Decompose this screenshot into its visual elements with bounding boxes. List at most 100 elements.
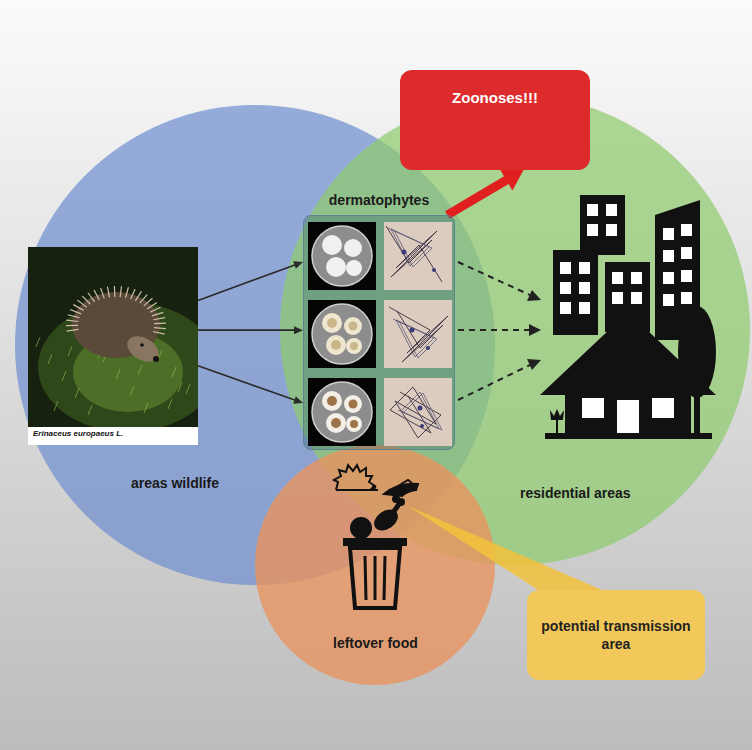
city-buildings — [579, 282, 590, 294]
city-buildings — [579, 302, 590, 314]
culture-images — [402, 250, 407, 255]
hedgehog-picture — [48, 354, 52, 364]
culture-images — [390, 387, 441, 438]
culture-images — [327, 396, 337, 406]
culture-images — [344, 239, 362, 257]
city-buildings — [681, 292, 692, 304]
city-buildings — [587, 224, 598, 236]
area-label: leftover food — [333, 635, 418, 651]
city-buildings — [681, 270, 692, 282]
culture-images — [312, 226, 372, 286]
hedgehog-hand-icon — [373, 486, 375, 488]
hedgehog-hand-icon — [336, 489, 378, 491]
culture-images — [322, 391, 342, 411]
hedgehog-picture — [154, 328, 166, 329]
hedgehog-picture — [68, 346, 72, 356]
hedgehog-picture — [62, 371, 66, 381]
species-caption: Erinaceus europaeus L. — [33, 429, 198, 438]
connector-line — [198, 329, 295, 331]
city-buildings — [681, 224, 692, 236]
area-label: areas wildlife — [131, 475, 219, 491]
culture-images — [308, 222, 376, 290]
hedgehog-picture — [67, 329, 79, 331]
city-buildings — [612, 272, 623, 284]
hedgehog-picture — [66, 320, 78, 321]
hedgehog-picture — [138, 365, 142, 375]
culture-images — [388, 228, 432, 267]
house-icon — [617, 400, 639, 436]
hedgehog-picture — [82, 296, 90, 304]
house-icon — [540, 306, 716, 439]
culture-images — [331, 418, 341, 428]
culture-images — [304, 216, 456, 451]
hedgehog-photo: Erinaceus europaeus L. — [28, 247, 198, 445]
culture-images — [308, 378, 376, 446]
culture-images — [349, 322, 358, 331]
food-circle: leftover food — [255, 445, 495, 685]
house-icon — [652, 398, 674, 418]
hedgehog-picture — [36, 337, 40, 347]
culture-images — [418, 406, 423, 411]
hedgehog-picture — [153, 356, 159, 362]
city-buildings — [580, 195, 625, 255]
trash-bin-icon — [365, 556, 366, 600]
trash-bin-icon — [350, 517, 372, 539]
culture-images — [420, 424, 424, 428]
city-buildings — [560, 262, 571, 274]
panel-heading: dermatophytes — [304, 192, 454, 208]
trash-bin-icon — [392, 495, 400, 503]
house-icon — [556, 419, 558, 433]
city-buildings — [663, 272, 674, 284]
culture-images — [346, 416, 362, 432]
culture-images — [344, 395, 362, 413]
culture-images — [410, 328, 415, 333]
hedgehog-picture — [130, 386, 134, 396]
house-icon — [694, 390, 700, 435]
hedgehog-picture — [125, 287, 128, 298]
city-buildings — [560, 282, 571, 294]
culture-images — [327, 318, 337, 328]
culture-images — [346, 338, 362, 354]
culture-images — [322, 313, 342, 333]
city-buildings — [612, 292, 623, 304]
culture-images — [386, 226, 442, 282]
hedgehog-picture — [168, 399, 172, 409]
hedgehog-picture — [150, 307, 161, 312]
hedgehog-picture — [154, 323, 166, 325]
area-label: residential areas — [520, 485, 631, 501]
culture-images — [426, 346, 430, 350]
hedgehog-picture — [88, 405, 92, 415]
city-buildings — [663, 294, 674, 306]
trash-bin-icon — [374, 556, 377, 600]
house-icon — [582, 398, 604, 418]
culture-images — [398, 392, 442, 430]
house-icon — [545, 433, 712, 439]
hedgehog-picture — [101, 288, 105, 298]
hedgehog-picture — [73, 305, 83, 311]
hedgehog-picture — [54, 401, 58, 411]
hedgehog-picture — [144, 298, 153, 306]
city-buildings — [663, 228, 674, 240]
box-label: potential transmission area — [537, 617, 695, 653]
culture-images — [349, 400, 358, 409]
hedgehog-picture — [131, 289, 136, 299]
zoonoses-box: Zoonoses!!! — [400, 70, 590, 170]
city-buildings — [663, 250, 674, 262]
culture-images — [384, 300, 452, 368]
house-icon — [678, 306, 716, 398]
hedgehog-picture — [147, 303, 157, 309]
hedgehog-picture — [70, 310, 81, 314]
hedgehog-picture — [123, 331, 163, 367]
culture-images — [346, 260, 362, 276]
culture-images — [384, 222, 452, 290]
circle-outline — [255, 445, 495, 685]
house-icon — [565, 390, 691, 436]
hedgehog-picture — [153, 332, 165, 335]
culture-images — [389, 307, 448, 362]
transmission-box: potential transmission area — [527, 590, 705, 680]
hedgehog-picture — [77, 300, 86, 307]
hedgehog-picture — [135, 291, 141, 300]
hedgehog-picture — [178, 382, 182, 392]
trash-bin-icon — [384, 556, 385, 600]
